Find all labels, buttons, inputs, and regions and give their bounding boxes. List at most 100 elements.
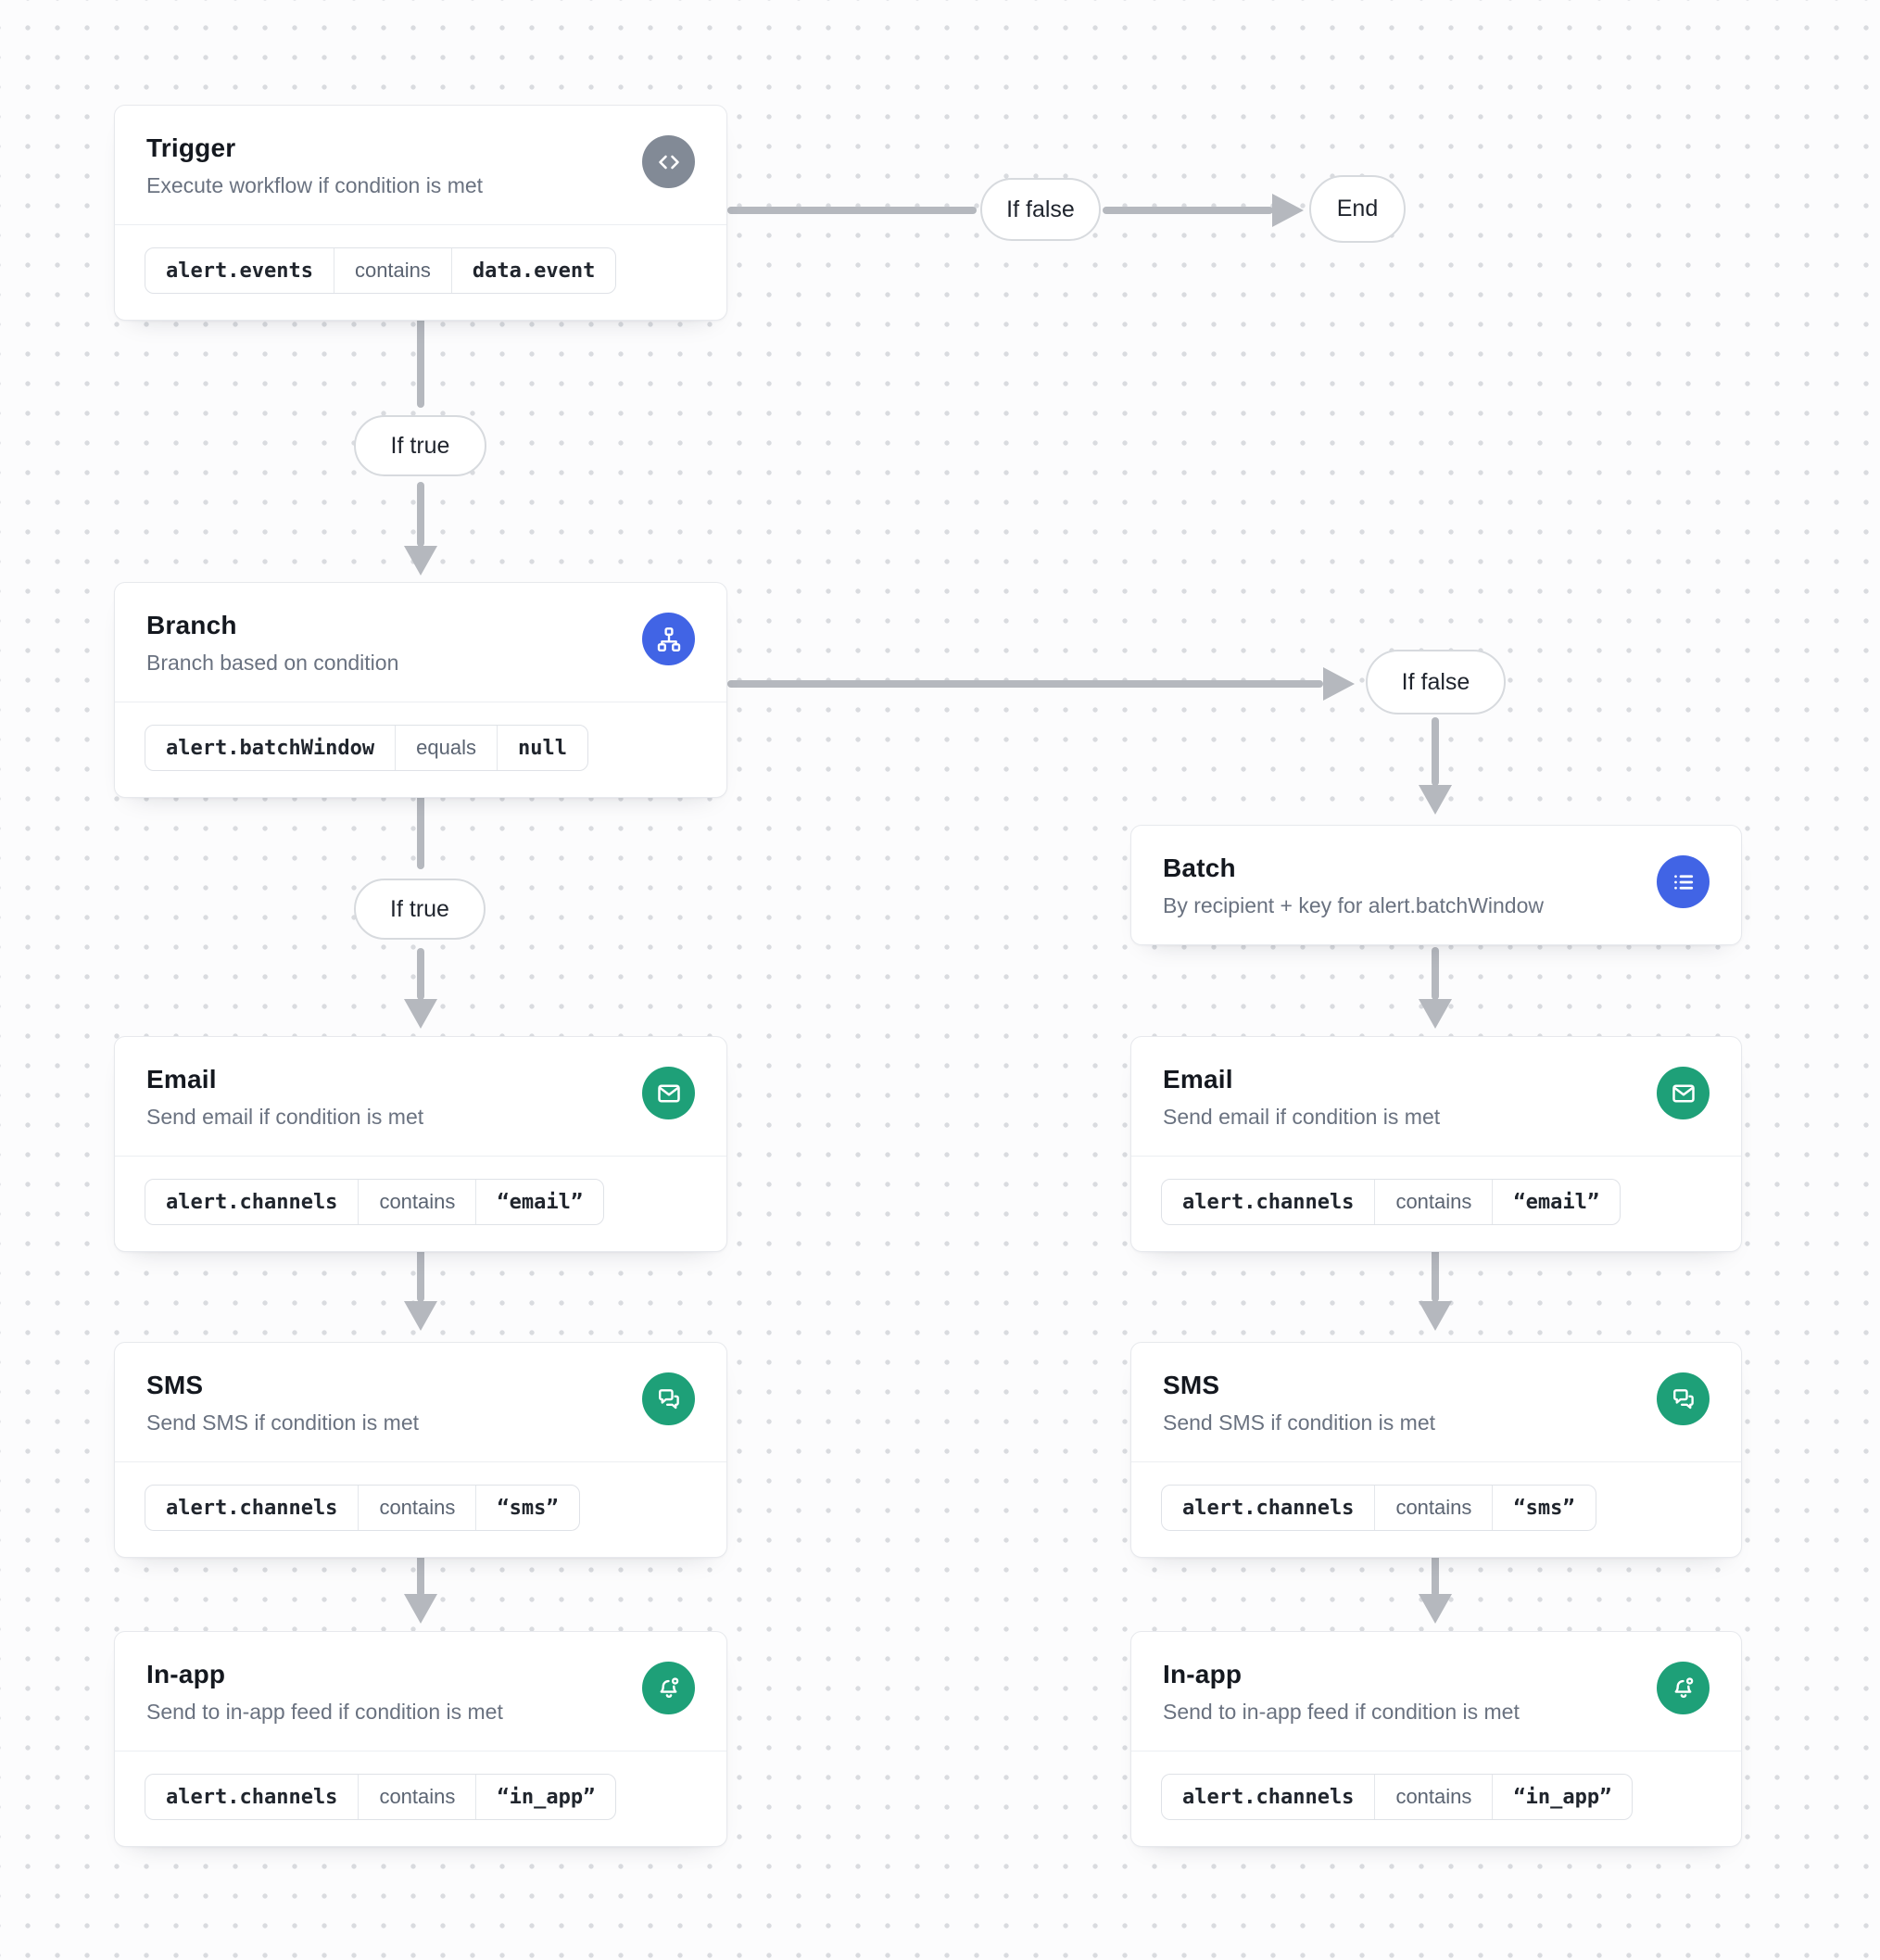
node-title: Branch xyxy=(146,611,237,639)
node-inapp-left[interactable]: In-app Send to in-app feed if condition … xyxy=(114,1631,727,1847)
condition-pill: alert.channels contains “email” xyxy=(1161,1179,1621,1225)
node-email-left[interactable]: Email Send email if condition is met ale… xyxy=(114,1036,727,1252)
edge-branch-to-if-false xyxy=(727,667,1355,701)
condition-pill: alert.channels contains “in_app” xyxy=(145,1774,617,1820)
node-trigger-condition: alert.events contains data.event xyxy=(115,224,726,320)
edge-if-false-to-batch xyxy=(1419,717,1452,815)
node-branch[interactable]: Branch Branch based on condition alert.b… xyxy=(114,582,727,798)
node-batch[interactable]: Batch By recipient + key for alert.batch… xyxy=(1130,825,1742,945)
condition-operator: contains xyxy=(358,1775,475,1819)
condition-pill: alert.channels contains “sms” xyxy=(145,1485,580,1531)
node-title: SMS xyxy=(1163,1371,1220,1399)
condition-pill: alert.channels contains “sms” xyxy=(1161,1485,1596,1531)
node-subtitle: Send SMS if condition is met xyxy=(1163,1410,1436,1435)
condition-operator: contains xyxy=(333,248,451,293)
condition-pill: alert.events contains data.event xyxy=(145,247,617,294)
edge-email-right-to-sms-right xyxy=(1419,1246,1452,1331)
node-inapp-header: In-app Send to in-app feed if condition … xyxy=(1131,1632,1741,1751)
node-subtitle: Send to in-app feed if condition is met xyxy=(146,1700,503,1724)
edge-label-if-false-top: If false xyxy=(980,178,1101,241)
chat-icon xyxy=(642,1372,695,1425)
mail-icon xyxy=(1657,1067,1710,1119)
edge-if-false-to-end xyxy=(1103,194,1304,227)
edge-batch-to-email-right xyxy=(1419,947,1452,1029)
node-trigger[interactable]: Trigger Execute workflow if condition is… xyxy=(114,105,727,321)
node-sms-condition: alert.channels contains “sms” xyxy=(1131,1461,1741,1557)
condition-field: alert.channels xyxy=(1182,1785,1355,1809)
edge-label-if-true-2: If true xyxy=(354,879,486,940)
condition-field: alert.channels xyxy=(1182,1190,1355,1214)
node-subtitle: Send email if condition is met xyxy=(1163,1105,1441,1129)
edge-label-if-true-1: If true xyxy=(354,415,486,476)
mail-icon xyxy=(642,1067,695,1119)
edge-if-true-to-branch xyxy=(404,482,437,575)
node-title: Email xyxy=(1163,1065,1233,1094)
condition-operator: contains xyxy=(1374,1486,1492,1530)
condition-value: null xyxy=(497,726,587,770)
condition-operator: contains xyxy=(358,1486,475,1530)
node-email-header: Email Send email if condition is met xyxy=(115,1037,726,1156)
node-subtitle: Branch based on condition xyxy=(146,651,399,675)
condition-value: data.event xyxy=(450,248,615,293)
condition-pill: alert.batchWindow equals null xyxy=(145,725,588,771)
condition-field: alert.channels xyxy=(1182,1496,1355,1520)
node-email-right[interactable]: Email Send email if condition is met ale… xyxy=(1130,1036,1742,1252)
node-subtitle: Send email if condition is met xyxy=(146,1105,424,1129)
node-sms-right[interactable]: SMS Send SMS if condition is met alert.c… xyxy=(1130,1342,1742,1558)
condition-field: alert.channels xyxy=(166,1190,338,1214)
node-title: Email xyxy=(146,1065,217,1094)
list-icon xyxy=(1657,855,1710,908)
node-sms-left[interactable]: SMS Send SMS if condition is met alert.c… xyxy=(114,1342,727,1558)
code-icon xyxy=(642,135,695,188)
condition-value: “sms” xyxy=(475,1486,578,1530)
node-title: SMS xyxy=(146,1371,204,1399)
branch-icon xyxy=(642,613,695,665)
node-subtitle: Send SMS if condition is met xyxy=(146,1410,420,1435)
node-email-header: Email Send email if condition is met xyxy=(1131,1037,1741,1156)
node-sms-condition: alert.channels contains “sms” xyxy=(115,1461,726,1557)
node-title: In-app xyxy=(146,1660,226,1688)
condition-value: “in_app” xyxy=(1492,1775,1632,1819)
condition-operator: contains xyxy=(1374,1180,1492,1224)
node-trigger-header: Trigger Execute workflow if condition is… xyxy=(115,106,726,224)
condition-field: alert.batchWindow xyxy=(166,736,375,760)
node-branch-condition: alert.batchWindow equals null xyxy=(115,702,726,797)
node-email-condition: alert.channels contains “email” xyxy=(1131,1156,1741,1251)
node-subtitle: Execute workflow if condition is met xyxy=(146,173,484,197)
condition-operator: equals xyxy=(395,726,497,770)
edge-if-true-to-email-left xyxy=(404,948,437,1029)
edge-sms-left-to-inapp-left xyxy=(404,1547,437,1624)
condition-value: “email” xyxy=(475,1180,603,1224)
node-branch-header: Branch Branch based on condition xyxy=(115,583,726,702)
end-node: End xyxy=(1309,175,1406,243)
chat-icon xyxy=(1657,1372,1710,1425)
node-inapp-header: In-app Send to in-app feed if condition … xyxy=(115,1632,726,1751)
node-title: Trigger xyxy=(146,133,236,162)
node-subtitle: By recipient + key for alert.batchWindow xyxy=(1163,893,1544,917)
node-inapp-condition: alert.channels contains “in_app” xyxy=(115,1751,726,1846)
condition-pill: alert.channels contains “email” xyxy=(145,1179,605,1225)
condition-field: alert.events xyxy=(166,259,313,283)
condition-value: “in_app” xyxy=(475,1775,615,1819)
node-inapp-right[interactable]: In-app Send to in-app feed if condition … xyxy=(1130,1631,1742,1847)
condition-operator: contains xyxy=(1374,1775,1492,1819)
condition-pill: alert.channels contains “in_app” xyxy=(1161,1774,1634,1820)
bell-icon xyxy=(1657,1662,1710,1714)
node-sms-header: SMS Send SMS if condition is met xyxy=(115,1343,726,1461)
node-title: In-app xyxy=(1163,1660,1243,1688)
edge-label-if-false-right: If false xyxy=(1366,650,1506,714)
condition-value: “email” xyxy=(1492,1180,1620,1224)
node-batch-header: Batch By recipient + key for alert.batch… xyxy=(1131,826,1741,944)
condition-field: alert.channels xyxy=(166,1496,338,1520)
node-title: Batch xyxy=(1163,854,1236,882)
bell-icon xyxy=(642,1662,695,1714)
edge-email-left-to-sms-left xyxy=(404,1246,437,1331)
node-email-condition: alert.channels contains “email” xyxy=(115,1156,726,1251)
condition-operator: contains xyxy=(358,1180,475,1224)
node-subtitle: Send to in-app feed if condition is met xyxy=(1163,1700,1520,1724)
node-inapp-condition: alert.channels contains “in_app” xyxy=(1131,1751,1741,1846)
node-sms-header: SMS Send SMS if condition is met xyxy=(1131,1343,1741,1461)
condition-field: alert.channels xyxy=(166,1785,338,1809)
